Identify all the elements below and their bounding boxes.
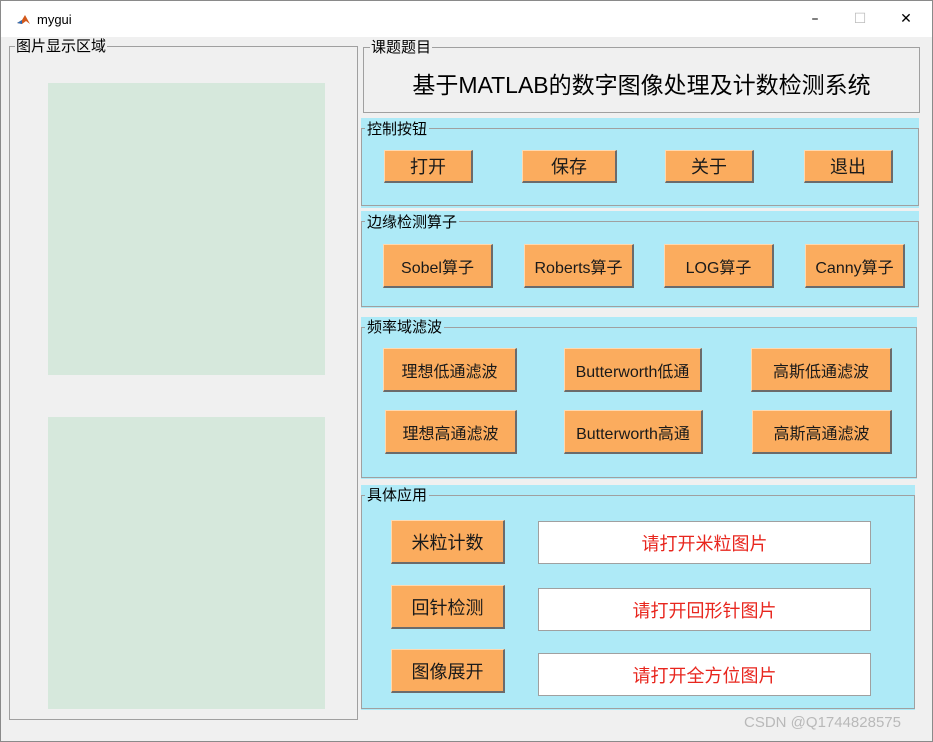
- rice-count-result: 请打开米粒图片: [538, 521, 871, 564]
- maximize-button[interactable]: ☐: [837, 1, 883, 37]
- title-bar: mygui – ☐ ✕: [1, 1, 932, 37]
- topic-panel: [363, 47, 920, 113]
- open-button[interactable]: 打开: [384, 150, 473, 183]
- image-unwrap-button[interactable]: 图像展开: [391, 649, 505, 693]
- applications-label: 具体应用: [365, 486, 430, 504]
- matlab-icon: [16, 12, 32, 28]
- topic-label: 课题题目: [370, 38, 433, 56]
- canny-button[interactable]: Canny算子: [805, 244, 905, 288]
- topic-title: 基于MATLAB的数字图像处理及计数检测系统: [412, 72, 871, 98]
- gaussian-highpass-button[interactable]: 高斯高通滤波: [752, 410, 892, 454]
- window-title: mygui: [37, 12, 72, 27]
- minimize-icon: –: [811, 11, 819, 27]
- frequency-filter-frame: [361, 327, 917, 478]
- edge-detection-label: 边缘检测算子: [365, 213, 460, 231]
- exit-button[interactable]: 退出: [804, 150, 893, 183]
- ideal-highpass-button[interactable]: 理想高通滤波: [385, 410, 517, 454]
- frequency-filter-group: [361, 317, 917, 479]
- minimize-button[interactable]: –: [792, 1, 838, 37]
- frequency-filter-label: 频率域滤波: [365, 318, 445, 336]
- applications-frame: [361, 495, 915, 709]
- watermark: CSDN @Q1744828575: [744, 714, 901, 731]
- image-display-label: 图片显示区域: [15, 37, 108, 55]
- sobel-button[interactable]: Sobel算子: [383, 244, 493, 288]
- image-axes-bottom: [48, 417, 325, 709]
- image-axes-top: [48, 83, 325, 375]
- image-unwrap-result: 请打开全方位图片: [538, 653, 871, 696]
- about-button[interactable]: 关于: [665, 150, 754, 183]
- maximize-icon: ☐: [853, 11, 867, 27]
- rice-count-button[interactable]: 米粒计数: [391, 520, 505, 564]
- close-button[interactable]: ✕: [883, 1, 929, 37]
- log-button[interactable]: LOG算子: [664, 244, 774, 288]
- roberts-button[interactable]: Roberts算子: [524, 244, 634, 288]
- gaussian-lowpass-button[interactable]: 高斯低通滤波: [751, 348, 892, 392]
- butterworth-lowpass-button[interactable]: Butterworth低通: [564, 348, 702, 392]
- edge-detection-frame: [361, 221, 919, 307]
- butterworth-highpass-button[interactable]: Butterworth高通: [564, 410, 703, 454]
- paperclip-detect-result: 请打开回形针图片: [538, 588, 871, 631]
- ideal-lowpass-button[interactable]: 理想低通滤波: [383, 348, 517, 392]
- control-buttons-frame: [361, 128, 919, 206]
- image-display-panel: [9, 46, 358, 720]
- paperclip-detect-button[interactable]: 回针检测: [391, 585, 505, 629]
- control-buttons-label: 控制按钮: [365, 120, 430, 138]
- close-icon: ✕: [900, 11, 912, 27]
- save-button[interactable]: 保存: [522, 150, 617, 183]
